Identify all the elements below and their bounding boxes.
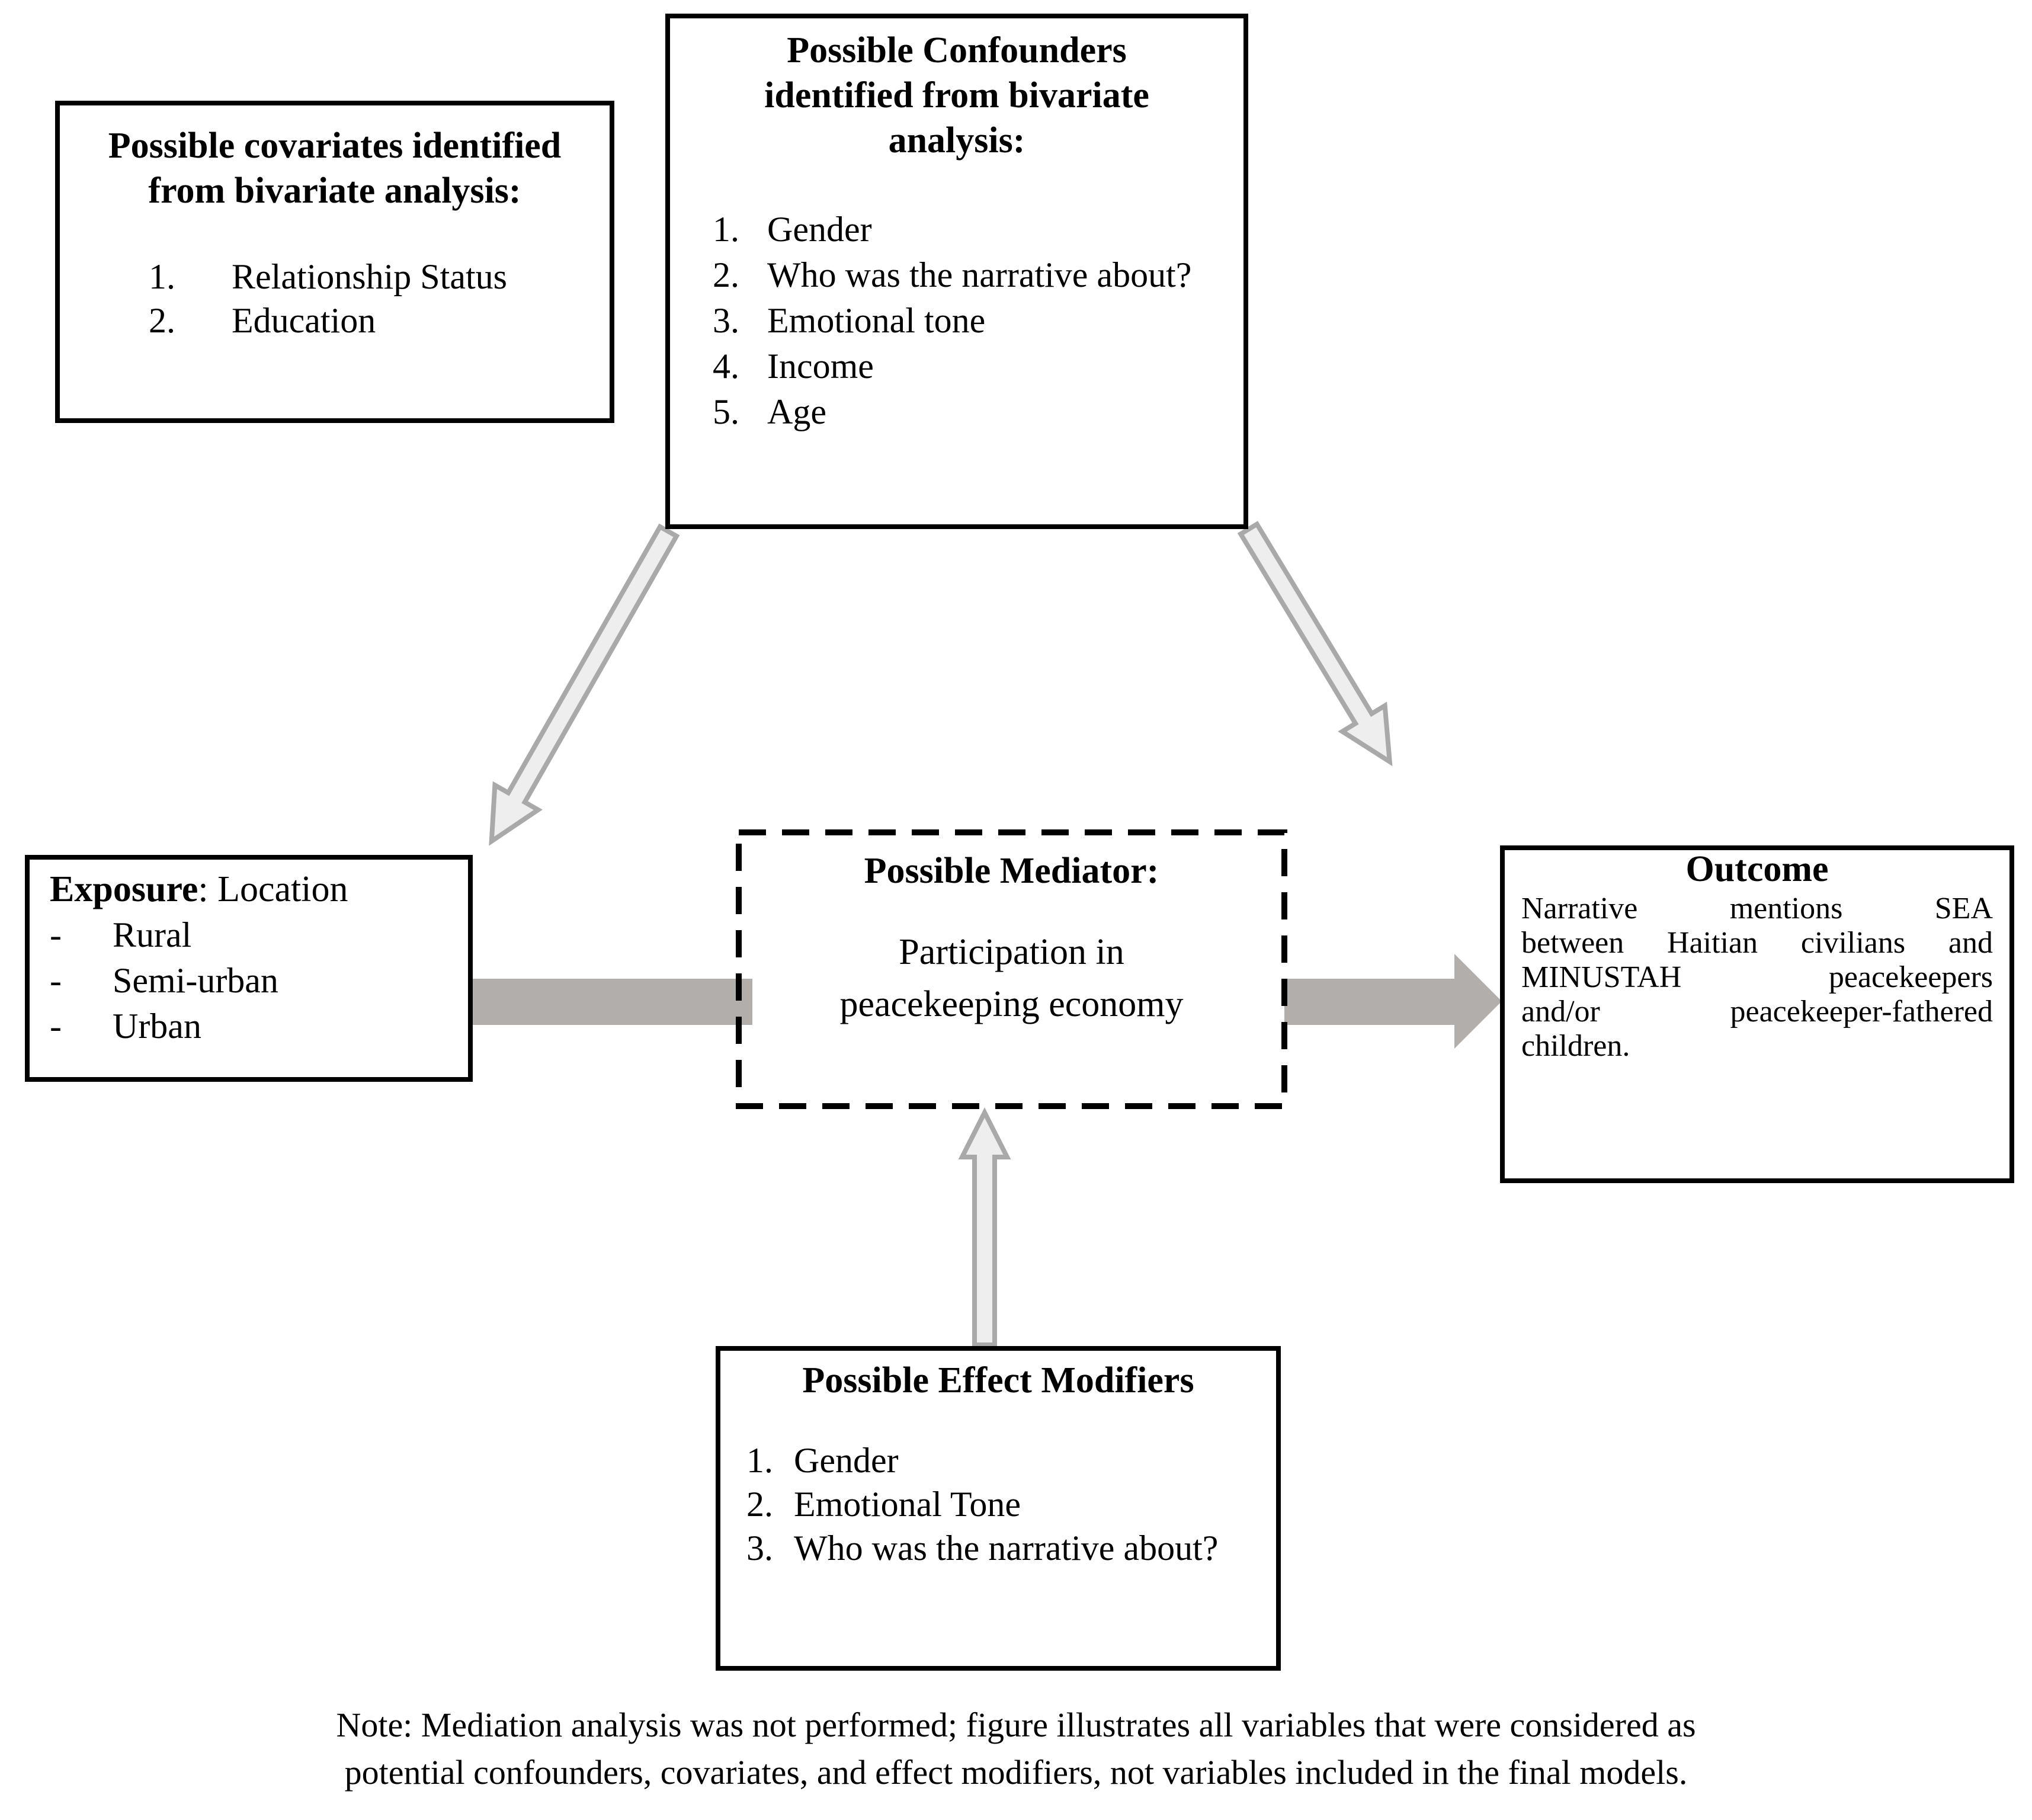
list-item: 2. Emotional Tone (746, 1482, 1276, 1526)
list-item: 3. Emotional tone (713, 298, 1243, 344)
exposure-box: Exposure: Location - Rural - Semi-urban - Urb… (25, 855, 473, 1082)
effect-modifiers-box-title: Possible Effect Modifiers (802, 1360, 1194, 1401)
list-item: - Rural (50, 912, 468, 958)
list-item: Participation in (899, 932, 1124, 972)
list-item-marker: 1. (149, 257, 175, 296)
list-item-marker: 1. (713, 210, 739, 249)
list-item-label: Who was the narrative about? (794, 1529, 1219, 1568)
figure-note: Note: Mediation analysis was not perform… (0, 1702, 2032, 1796)
list-item-label: Gender (767, 210, 872, 249)
list-item: 2. Who was the narrative about? (713, 252, 1243, 298)
list-item: and/or peacekeeper-fathered (1521, 995, 1993, 1028)
list-item: between Haitian civilians and (1521, 926, 1993, 960)
list-item-marker: 5. (713, 392, 739, 431)
covariates-box-title: Possible covariates identified from bivar… (60, 123, 610, 213)
list-item-label: Emotional tone (767, 301, 986, 340)
exposure-heading-bold: Exposure (50, 869, 198, 909)
exposure-heading-rest: : Location (198, 869, 348, 909)
list-item-marker: 2. (713, 255, 739, 294)
list-item-marker: 2. (149, 301, 175, 340)
mediator-box-body: Participation in peacekeeping economy (736, 926, 1287, 1030)
covariates-list: 1. Relationship Status 2. Education (60, 255, 610, 342)
list-item-label: Relationship Status (232, 257, 507, 296)
list-item: Narrative mentions SEA (1521, 892, 1993, 925)
mediator-box: Possible Mediator: Participation in peace… (736, 829, 1287, 1109)
list-item: 4. Income (713, 344, 1243, 389)
exposure-list: - Rural - Semi-urban - Urban (50, 912, 468, 1049)
list-item: analysis: (888, 120, 1025, 161)
confounders-to-exposure-arrow (489, 523, 680, 846)
list-item: 1. Relationship Status (149, 255, 610, 299)
list-item: Note: Mediation analysis was not perform… (336, 1706, 1696, 1744)
list-item: - Semi-urban (50, 958, 468, 1004)
list-item: Possible covariates identified (108, 126, 562, 166)
list-item-label: Who was the narrative about? (767, 255, 1192, 294)
list-item-label: Urban (113, 1007, 201, 1046)
list-item-marker: 4. (713, 347, 739, 386)
list-item: identified from bivariate (764, 75, 1149, 116)
list-item-marker: - (50, 1007, 62, 1046)
list-item: 3. Who was the narrative about? (746, 1526, 1276, 1570)
list-item-marker: 1. (746, 1441, 773, 1480)
list-item-label: Income (767, 347, 874, 386)
list-item-label: Age (767, 392, 826, 431)
list-item-marker: 3. (746, 1529, 773, 1568)
list-item-marker: - (50, 915, 62, 954)
list-item: 5. Age (713, 389, 1243, 435)
effect-modifiers-list: 1. Gender 2. Emotional Tone 3. Who was the na… (720, 1438, 1276, 1570)
list-item: Possible Confounders (787, 30, 1127, 71)
list-item: peacekeeping economy (839, 984, 1184, 1024)
list-item: 2. Education (149, 299, 610, 342)
list-item: 1. Gender (746, 1438, 1276, 1482)
list-item: children. (1521, 1029, 1630, 1063)
confounders-list: 1. Gender 2. Who was the narrative about? 3.… (670, 207, 1243, 435)
list-item: - Urban (50, 1004, 468, 1049)
list-item: from bivariate analysis: (148, 171, 521, 211)
list-item-label: Rural (113, 915, 192, 954)
list-item: 1. Gender (713, 207, 1243, 252)
effect-modifiers-box: Possible Effect Modifiers 1. Gender 2. Emot… (716, 1346, 1281, 1671)
list-item: potential confounders, covariates, and e… (344, 1753, 1688, 1792)
list-item-marker: - (50, 961, 62, 1000)
list-item: MINUSTAH peacekeepers (1521, 960, 1993, 994)
list-item-label: Gender (794, 1441, 899, 1480)
modifiers-to-mediator-arrow (958, 1107, 1011, 1347)
list-item-label: Education (232, 301, 376, 340)
exposure-to-mediator-connector (468, 979, 752, 1025)
list-item-marker: 3. (713, 301, 739, 340)
mediator-to-outcome-arrow (1284, 954, 1502, 1049)
outcome-box-title: Outcome (1685, 849, 1829, 889)
list-item-label: Emotional Tone (794, 1485, 1021, 1524)
exposure-box-heading: Exposure: Location (50, 867, 468, 912)
covariates-box: Possible covariates identified from bivar… (55, 101, 614, 423)
mediator-box-title: Possible Mediator: (864, 851, 1159, 891)
mediator-dashed-border (736, 829, 1287, 1109)
list-item-label: Semi-urban (113, 961, 278, 1000)
confounders-to-outcome-arrow (1237, 521, 1393, 767)
list-item-marker: 2. (746, 1485, 773, 1524)
